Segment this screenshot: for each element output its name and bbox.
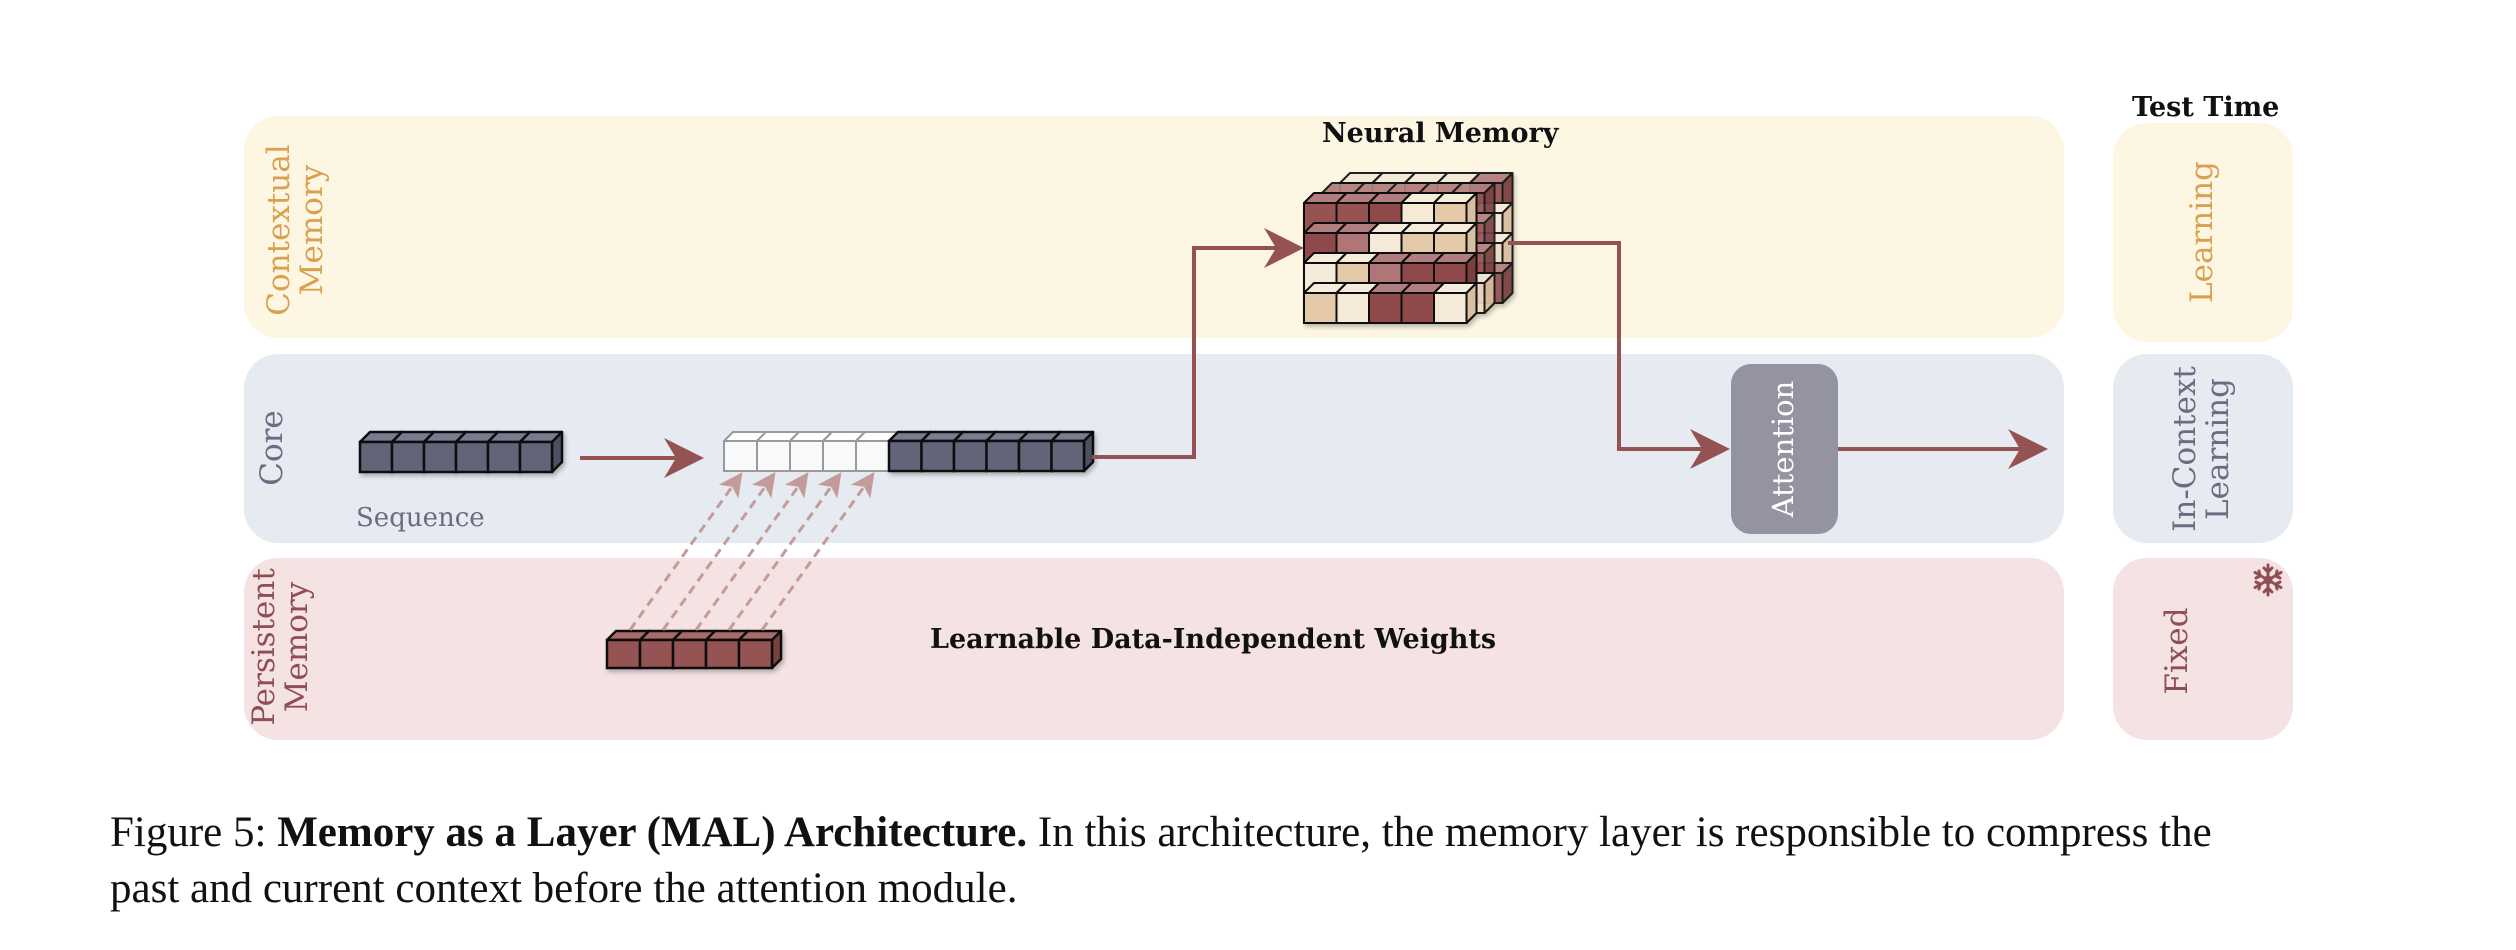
- caption-prefix: Figure 5:: [110, 809, 278, 856]
- combined-sequence-block: [887, 430, 1095, 473]
- persistent-dashed-arrow: [661, 472, 776, 631]
- persistent-token: [737, 629, 783, 670]
- weights-label: Learnable Data-Independent Weights: [930, 624, 1497, 655]
- neural-memory-cube: [1303, 172, 1514, 324]
- memory-cell: [1335, 282, 1380, 324]
- test-time-learning-panel: [2113, 123, 2293, 342]
- persistent-memory-panel: [244, 558, 2064, 740]
- persistent-tokens: [605, 629, 783, 670]
- memory-to-attention-arrow: [1508, 241, 1730, 469]
- contextual-memory-panel: [244, 116, 2064, 338]
- snowflake-icon: [2253, 563, 2283, 597]
- combined-to-memory-arrow: [1092, 228, 1304, 459]
- test-time-in-context-panel: [2113, 354, 2293, 543]
- combined-sequence-tokens: [723, 430, 1095, 473]
- persistent-dashed-arrow: [694, 472, 809, 631]
- combined-sequence-token: [1050, 430, 1095, 473]
- persistent-to-sequence-arrows: [628, 472, 875, 631]
- attention-block: [1731, 364, 1838, 534]
- persistent-dashed-arrow: [760, 472, 875, 631]
- test-time-heading: Test Time: [2132, 92, 2280, 123]
- caption-body-line2: past and current context before the atte…: [110, 865, 1018, 912]
- caption-title: Memory as a Layer (MAL) Architecture.: [277, 809, 1028, 856]
- persistent-dashed-arrow: [727, 472, 842, 631]
- caption-line1: Figure 5: Memory as a Layer (MAL) Archit…: [110, 805, 2440, 861]
- persistent-dashed-arrow: [628, 472, 743, 631]
- sequence-label: Sequence: [356, 503, 485, 533]
- figure-caption: Figure 5: Memory as a Layer (MAL) Archit…: [110, 805, 2440, 917]
- memory-cell: [1433, 282, 1478, 324]
- test-time-fixed-panel: [2113, 558, 2293, 740]
- memory-layer: [1303, 192, 1478, 324]
- neural-memory-label: Neural Memory: [1322, 118, 1559, 149]
- caption-body-line1: In this architecture, the memory layer i…: [1027, 809, 2212, 856]
- combined-sequence-token: [985, 430, 1030, 473]
- sequence-token: [518, 430, 564, 474]
- sequence-tokens: [358, 430, 564, 474]
